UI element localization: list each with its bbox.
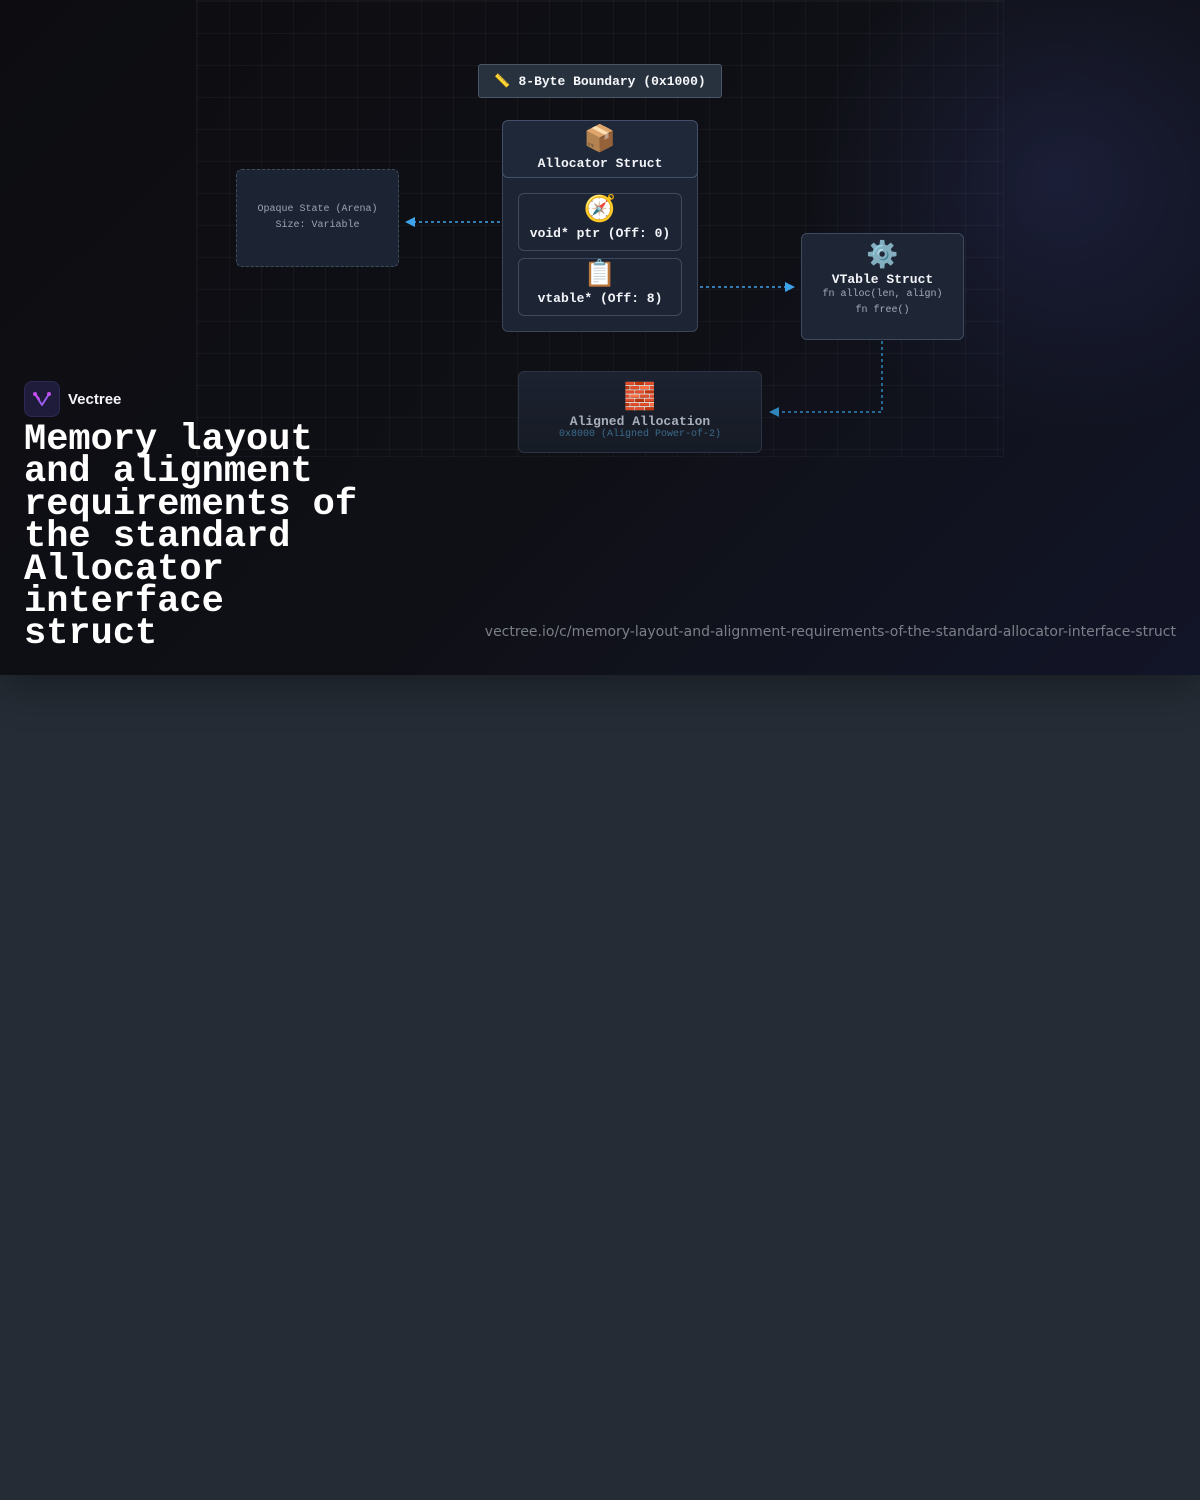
vtable-struct-node: ⚙️ VTable Struct fn alloc(len, align) fn…	[801, 233, 964, 340]
allocator-struct-label: Allocator Struct	[537, 156, 663, 171]
boundary-node: 📏 8-Byte Boundary (0x1000)	[478, 64, 722, 98]
aligned-allocation-label: Aligned Allocation	[569, 414, 711, 429]
opaque-size-label: Size: Variable	[275, 220, 360, 231]
boundary-label: 8-Byte Boundary (0x1000)	[518, 74, 706, 89]
vectree-mark-icon	[33, 392, 51, 406]
package-icon: 📦	[583, 125, 617, 155]
allocator-struct-header: 📦 Allocator Struct	[502, 120, 698, 178]
brand-name: Vectree	[68, 390, 122, 408]
social-card: 📏 8-Byte Boundary (0x1000) 📦 Allocator St…	[0, 0, 1200, 675]
background-glow	[800, 0, 1200, 440]
brick-icon: 🧱	[623, 383, 657, 413]
field-vtable-node: 📋 vtable* (Off: 8)	[518, 258, 682, 316]
opaque-state-node: Opaque State (Arena) Size: Variable	[236, 169, 399, 267]
field-ptr-node: 🧭 void* ptr (Off: 0)	[518, 193, 682, 251]
brand[interactable]: Vectree	[24, 381, 122, 417]
vtable-free-fn: fn free()	[855, 305, 910, 316]
compass-icon: 🧭	[583, 195, 617, 225]
clipboard-icon: 📋	[583, 260, 617, 290]
vtable-struct-label: VTable Struct	[831, 272, 934, 287]
aligned-allocation-node: 🧱 Aligned Allocation 0x8000 (Aligned Pow…	[518, 371, 762, 453]
gear-icon: ⚙️	[866, 241, 899, 271]
aligned-address-label: 0x8000 (Aligned Power-of-2)	[558, 429, 722, 440]
field-vtable-label: vtable* (Off: 8)	[537, 291, 663, 306]
diagram-edges	[405, 217, 883, 417]
memory-diagram: 📏 8-Byte Boundary (0x1000) 📦 Allocator St…	[0, 0, 1200, 675]
opaque-state-label: Opaque State (Arena)	[257, 204, 378, 215]
vectree-logo-icon	[24, 381, 60, 417]
page-title: Memory layout and alignment requirements…	[24, 419, 358, 656]
field-ptr-label: void* ptr (Off: 0)	[529, 226, 671, 241]
page-url[interactable]: vectree.io/c/memory-layout-and-alignment…	[484, 624, 1176, 640]
ruler-icon: 📏	[494, 74, 511, 89]
vtable-alloc-fn: fn alloc(len, align)	[822, 289, 943, 300]
edge-vtable-to-aligned	[769, 341, 883, 417]
